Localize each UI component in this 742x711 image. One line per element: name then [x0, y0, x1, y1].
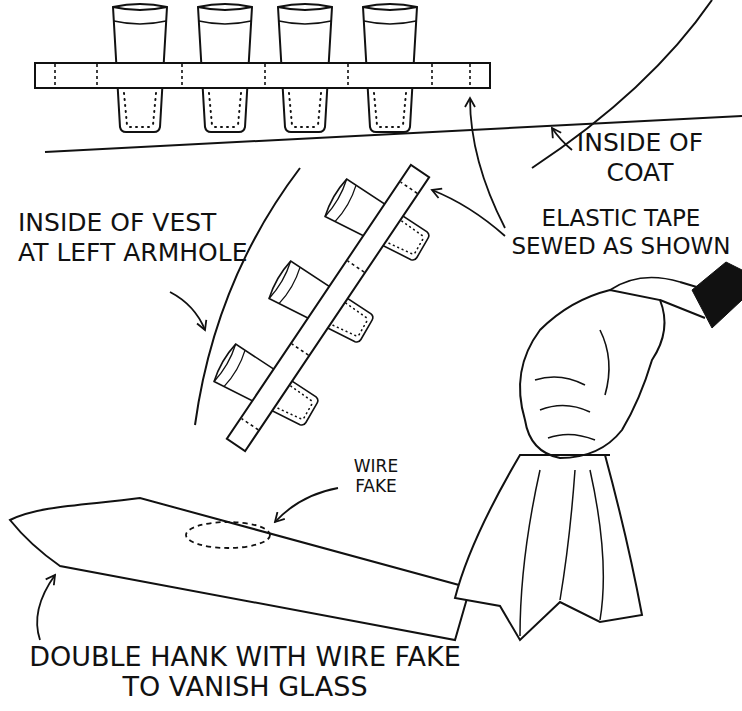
elastic-tape [35, 63, 490, 88]
elastic-tape [227, 165, 429, 451]
hanging-handkerchief [455, 455, 642, 640]
leader-line [432, 190, 505, 236]
finger-lines [535, 278, 680, 441]
part-label: WIRE FAKE [340, 456, 412, 497]
stitching [55, 64, 470, 87]
cuff-edge [548, 454, 610, 456]
part-label: ELASTIC TAPE SEWED AS SHOWN [507, 205, 735, 260]
stitching [242, 182, 418, 430]
leader-line [470, 98, 505, 228]
tape-strip [227, 165, 429, 451]
leader-line [170, 292, 205, 330]
flat-handkerchief [10, 498, 470, 640]
hand [520, 290, 665, 458]
leader-line [37, 575, 55, 640]
region-label: INSIDE OF COAT [565, 128, 715, 188]
leader-line [552, 128, 572, 150]
leader-line [275, 488, 338, 522]
region-label: INSIDE OF VEST AT LEFT ARMHOLE [18, 208, 280, 268]
caption-note: DOUBLE HANK WITH WIRE FAKE TO VANISH GLA… [14, 642, 476, 702]
sleeve-cuff [692, 262, 742, 328]
wire-fake [186, 522, 270, 548]
cloth-folds [520, 470, 603, 636]
